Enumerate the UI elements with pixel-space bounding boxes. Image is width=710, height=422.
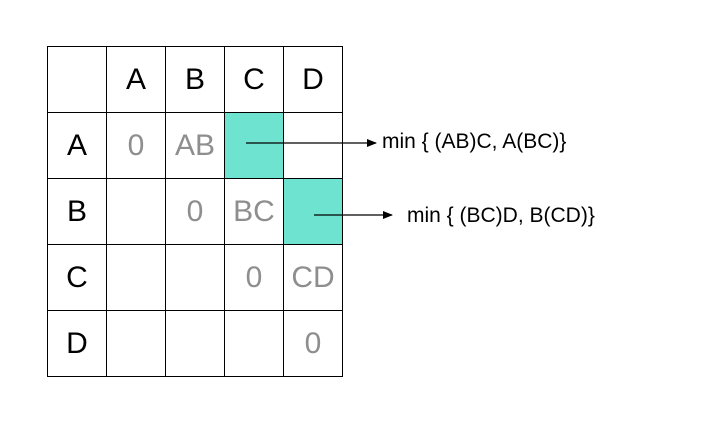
- col-header-d: D: [283, 46, 343, 113]
- col-header-c: C: [224, 46, 284, 113]
- annotation-1: min { (AB)C, A(BC)}: [382, 130, 567, 153]
- cell-b-d-highlighted: [283, 178, 343, 245]
- table-row: A 0 AB: [47, 112, 343, 179]
- cell-c-c: 0: [224, 244, 284, 311]
- table-row: D 0: [47, 310, 343, 377]
- cell-c-b: [165, 244, 225, 311]
- cell-a-a: 0: [106, 112, 166, 179]
- cell-c-a: [106, 244, 166, 311]
- cell-d-a: [106, 310, 166, 377]
- row-header-c: C: [47, 244, 107, 311]
- annotation-2: min { (BC)D, B(CD)}: [407, 204, 595, 227]
- cell-d-c: [224, 310, 284, 377]
- cell-d-d: 0: [283, 310, 343, 377]
- cell-c-d: CD: [283, 244, 343, 311]
- corner-cell: [47, 46, 107, 113]
- cell-b-c: BC: [224, 178, 284, 245]
- dp-table: A B C D A 0 AB B 0 BC C 0 CD D 0: [47, 46, 343, 377]
- cell-b-a: [106, 178, 166, 245]
- table-row: C 0 CD: [47, 244, 343, 311]
- cell-a-d: [283, 112, 343, 179]
- cell-a-c-highlighted: [224, 112, 284, 179]
- row-header-d: D: [47, 310, 107, 377]
